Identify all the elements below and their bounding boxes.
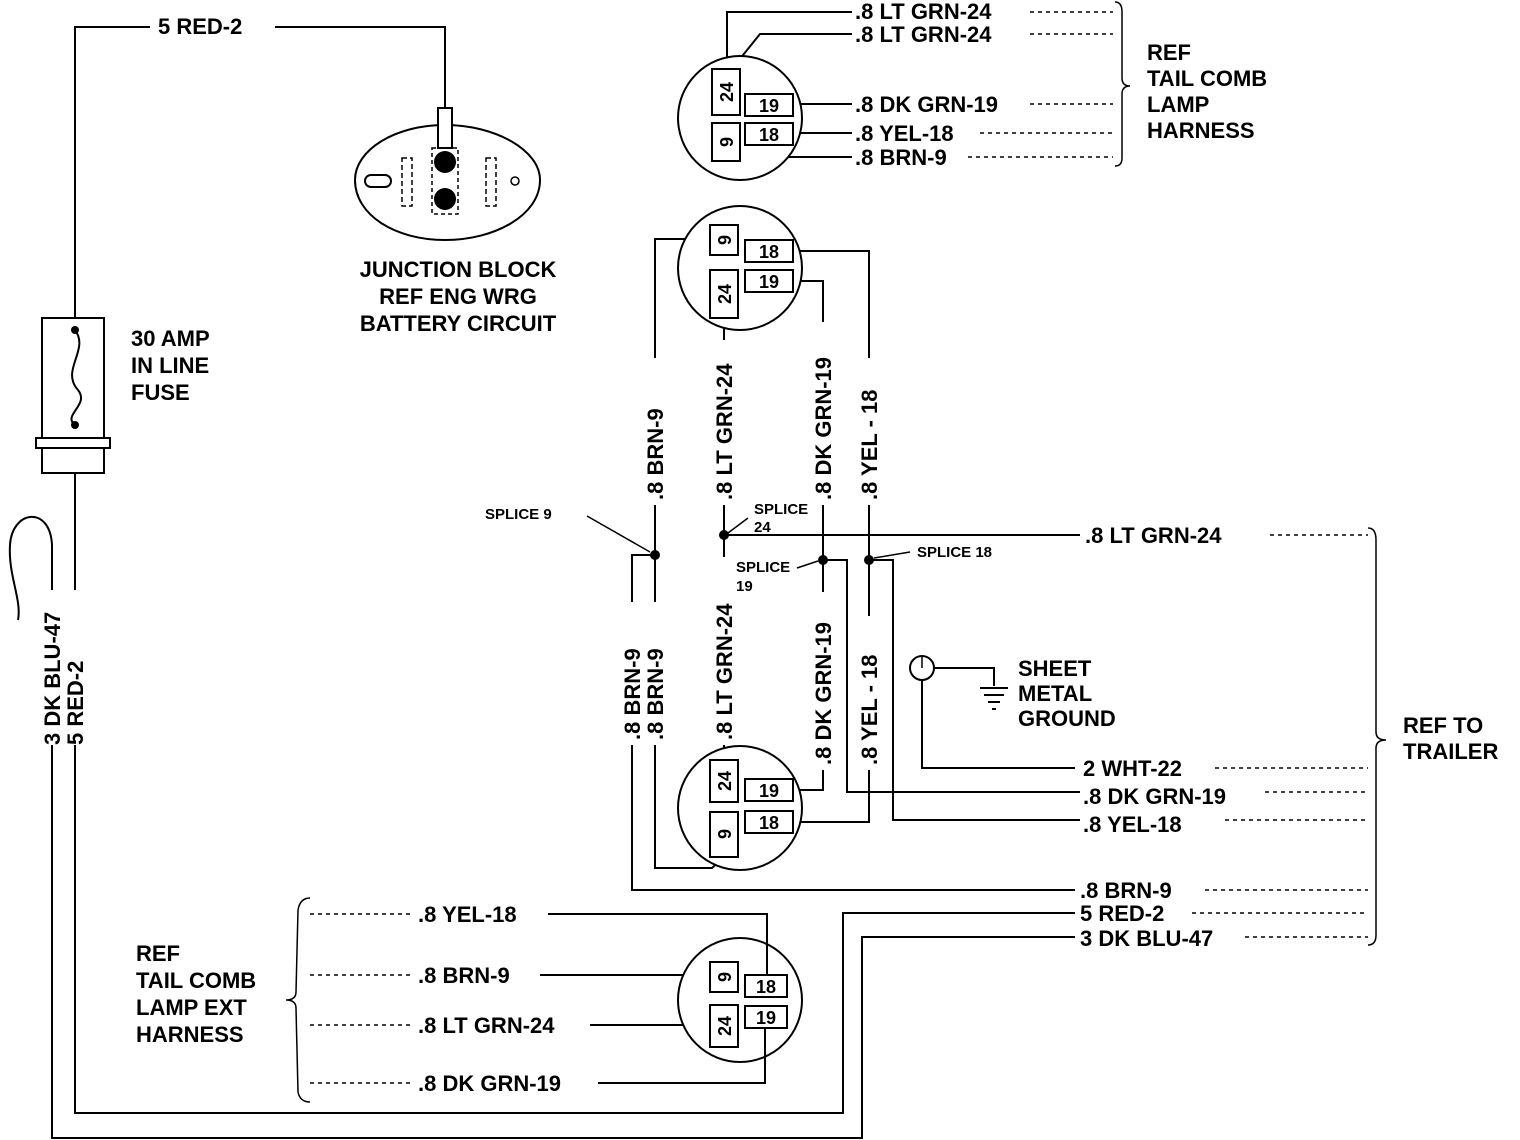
ext-harness-line4: HARNESS [136, 1022, 244, 1047]
connector-lower: 24 9 19 18 [677, 745, 803, 871]
pin-19: 19 [759, 781, 779, 801]
splice-24-label-a: SPLICE [754, 501, 808, 518]
pin-18: 18 [759, 813, 779, 833]
tail-comb-harness-line4: HARNESS [1147, 118, 1255, 143]
wire-label-ltgrn24-a: .8 LT GRN-24 [855, 0, 992, 24]
wire-label-ltgrn24-b: .8 LT GRN-24 [855, 22, 992, 47]
pin-19: 19 [756, 1008, 776, 1028]
ext-harness-line3: LAMP EXT [136, 995, 247, 1020]
connector-ext: 9 24 18 19 [677, 937, 803, 1063]
junction-block [353, 107, 542, 242]
trailer-label-red2: 5 RED-2 [1080, 901, 1164, 926]
trailer-label-ltgrn24: .8 LT GRN-24 [1085, 523, 1222, 548]
tail-comb-harness-line3: LAMP [1147, 92, 1209, 117]
vlabel-dkgrn19-upper: .8 DK GRN-19 [811, 357, 836, 500]
ground-line3: GROUND [1018, 706, 1116, 731]
vlabel-ltgrn24-lower: .8 LT GRN-24 [712, 603, 737, 740]
pin-19: 19 [759, 272, 779, 292]
vlabel-brn9-upper: .8 BRN-9 [643, 408, 668, 500]
pin-24: 24 [715, 771, 735, 791]
splice-19-label-a: SPLICE [736, 559, 790, 576]
fuse-line1: 30 AMP [131, 326, 210, 351]
pin-18: 18 [759, 242, 779, 262]
ext-label-brn9: .8 BRN-9 [418, 963, 510, 988]
splice-24-label-b: 24 [754, 519, 771, 536]
dashed-leaders [285, 1, 1387, 1103]
pin-9: 9 [715, 235, 735, 245]
inline-fuse [35, 317, 111, 474]
pin-9: 9 [715, 972, 735, 982]
trailer-label-yel18: .8 YEL-18 [1083, 812, 1182, 837]
vlabel-ltgrn24-upper: .8 LT GRN-24 [712, 363, 737, 500]
ext-label-ltgrn24: .8 LT GRN-24 [418, 1013, 555, 1038]
vlabel-brn9-lower-a: .8 BRN-9 [620, 648, 645, 740]
wire-label-yel18-top: .8 YEL-18 [855, 121, 954, 146]
fuse-line3: FUSE [131, 380, 190, 405]
ground-line2: METAL [1018, 681, 1092, 706]
wire-label-brn9-top: .8 BRN-9 [855, 145, 947, 170]
vlabel-yel18-lower: .8 YEL - 18 [857, 655, 882, 765]
wire-label-dkgrn19-top: .8 DK GRN-19 [855, 92, 998, 117]
junction-block-line2: REF ENG WRG [379, 284, 537, 309]
pin-24: 24 [715, 284, 735, 304]
ext-label-dkgrn19: .8 DK GRN-19 [418, 1071, 561, 1096]
junction-block-line3: BATTERY CIRCUIT [360, 311, 557, 336]
fuse-line2: IN LINE [131, 353, 209, 378]
trailer-label-wht22: 2 WHT-22 [1083, 756, 1182, 781]
pin-18: 18 [759, 125, 779, 145]
vlabel-red2: 5 RED-2 [63, 661, 88, 745]
vlabel-brn9-lower-b: .8 BRN-9 [643, 648, 668, 740]
junction-block-line1: JUNCTION BLOCK [360, 257, 557, 282]
vlabel-yel18-upper: .8 YEL - 18 [857, 390, 882, 500]
splice-18-label: SPLICE 18 [917, 544, 992, 561]
vlabel-dkblu47: 3 DK BLU-47 [40, 612, 65, 745]
ground-symbol [909, 655, 1008, 710]
splice-points [586, 515, 911, 569]
wire-label-red2-top: 5 RED-2 [158, 14, 242, 39]
tail-comb-harness-line1: REF [1147, 40, 1191, 65]
splice-9-label: SPLICE 9 [485, 506, 552, 523]
pin-9: 9 [715, 829, 735, 839]
pin-24: 24 [715, 1016, 735, 1036]
vlabel-dkgrn19-lower: .8 DK GRN-19 [811, 622, 836, 765]
connector-middle: 9 24 18 19 [677, 205, 803, 331]
ext-label-yel18: .8 YEL-18 [418, 902, 517, 927]
tail-comb-harness-line2: TAIL COMB [1147, 66, 1267, 91]
pin-24: 24 [717, 82, 737, 102]
connector-top: 24 9 19 18 [677, 55, 803, 181]
ground-line1: SHEET [1018, 656, 1092, 681]
labels: 5 RED-2 .8 LT GRN-24 .8 LT GRN-24 .8 DK … [40, 0, 1498, 1096]
ext-harness-line2: TAIL COMB [136, 968, 256, 993]
ref-to-trailer-line2: TRAILER [1403, 739, 1498, 764]
ref-to-trailer-line1: REF TO [1403, 713, 1483, 738]
trailer-label-dkgrn19: .8 DK GRN-19 [1083, 784, 1226, 809]
ext-harness-line1: REF [136, 941, 180, 966]
splice-19-label-b: 19 [736, 578, 753, 595]
pin-18: 18 [756, 977, 776, 997]
pin-9: 9 [717, 137, 737, 147]
trailer-label-dkblu47: 3 DK BLU-47 [1080, 926, 1213, 951]
pin-19: 19 [759, 96, 779, 116]
trailer-label-brn9: .8 BRN-9 [1080, 878, 1172, 903]
